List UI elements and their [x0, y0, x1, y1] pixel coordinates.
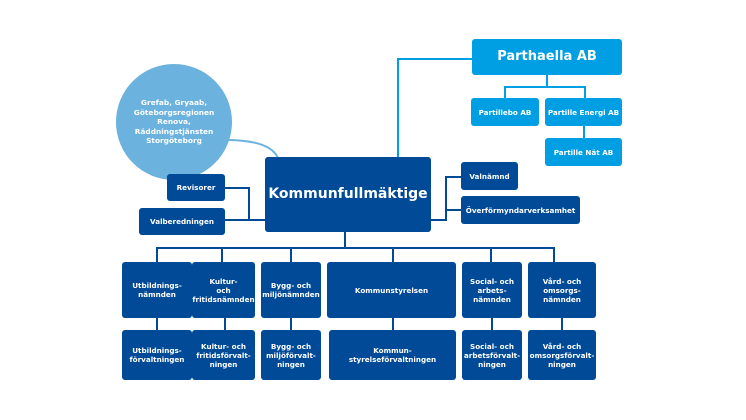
partille-energi-box: Partille Energi AB	[545, 98, 622, 126]
partille-nat-box: Partille Nät AB	[545, 138, 622, 166]
connector-right-bodies	[431, 176, 461, 221]
connector-boards-admin	[156, 318, 563, 330]
revisorer-box: Revisorer	[167, 174, 225, 201]
valnamnd-label: Valnämnd	[469, 171, 510, 181]
committee-board: Social- och arbets- nämnden	[462, 262, 522, 318]
associations-circle: Grefab, Gryaab, Göteborgsregionen Renova…	[116, 64, 232, 180]
committee-administration: Bygg- och miljöförvalt- ningen	[261, 330, 321, 380]
parthaella-box: Parthaella AB	[472, 39, 622, 75]
committee-administration: Vård- och omsorgsförvalt- ningen	[528, 330, 596, 380]
connector-associations	[225, 139, 279, 159]
partillebo-box: Partillebo AB	[471, 98, 539, 126]
overformyndare-box: Överförmyndarverksamhet	[461, 196, 580, 224]
committee-board: Vård- och omsorgs- nämnden	[528, 262, 596, 318]
committee-administration: Kultur- och fritidsförvalt- ningen	[192, 330, 255, 380]
partille-energi-label: Partille Energi AB	[547, 107, 620, 117]
committee-board: Utbildnings- nämnden	[122, 262, 192, 318]
committee-administration: Utbildnings- förvaltningen	[122, 330, 192, 380]
valberedningen-box: Valberedningen	[139, 208, 225, 235]
partille-nat-label: Partille Nät AB	[553, 147, 614, 157]
valnamnd-box: Valnämnd	[461, 162, 518, 190]
overformyndare-label: Överförmyndarverksamhet	[465, 205, 576, 215]
connector-parthaella	[397, 58, 472, 158]
connector-subsidiaries	[504, 74, 586, 98]
committee-board: Kultur- och fritidsnämnden	[192, 262, 255, 318]
committee-administration: Social- och arbetsförvalt- ningen	[462, 330, 522, 380]
committee-board: Bygg- och miljönämnden	[261, 262, 321, 318]
connector-left-bodies	[225, 187, 265, 221]
council-box: Kommunfullmäktige	[265, 157, 431, 232]
parthaella-label: Parthaella AB	[497, 48, 597, 64]
partillebo-label: Partillebo AB	[478, 107, 532, 117]
revisorer-label: Revisorer	[176, 183, 216, 192]
committee-administration: Kommun- styrelseförvaltningen	[329, 330, 456, 380]
committee-board: Kommunstyrelsen	[327, 262, 456, 318]
connector-committees	[156, 232, 555, 262]
council-label: Kommunfullmäktige	[268, 185, 428, 202]
valberedningen-label: Valberedningen	[150, 217, 214, 226]
